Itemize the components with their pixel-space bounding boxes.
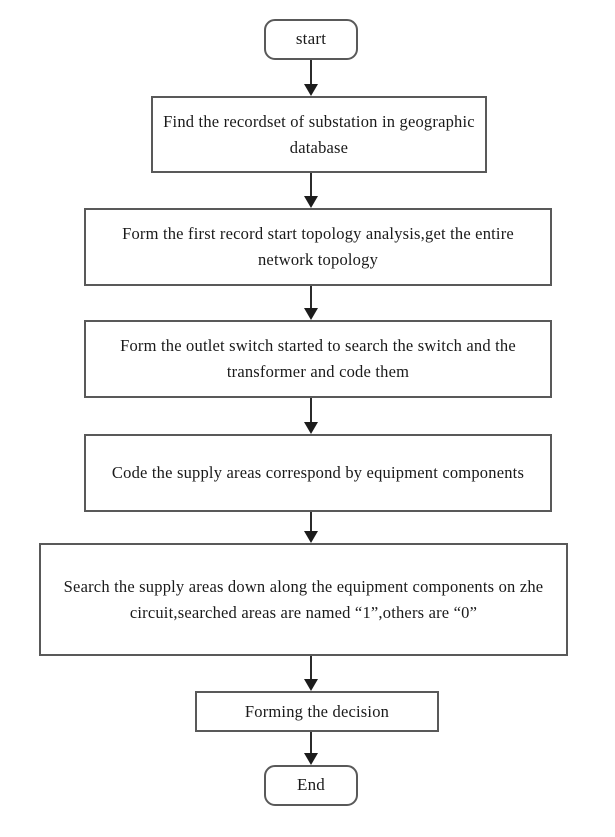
connector-form-first-to-outlet [310, 286, 312, 308]
connector-outlet-to-code [310, 398, 312, 422]
node-form-outlet-switch[interactable]: Form the outlet switch started to search… [84, 320, 552, 398]
connector-code-to-search [310, 512, 312, 531]
arrowhead-start-to-find [304, 84, 318, 96]
arrowhead-search-to-decision [304, 679, 318, 691]
node-form-first-record-label: Form the first record start topology ana… [122, 224, 514, 269]
node-code-supply-areas[interactable]: Code the supply areas correspond by equi… [84, 434, 552, 512]
arrowhead-form-first-to-outlet [304, 308, 318, 320]
node-start-label: start [295, 29, 327, 49]
node-code-supply-areas-label: Code the supply areas correspond by equi… [111, 463, 525, 483]
connector-search-to-decision [310, 656, 312, 679]
node-find-recordset[interactable]: Find the recordset of substation in geog… [151, 96, 487, 173]
node-form-first-record[interactable]: Form the first record start topology ana… [84, 208, 552, 286]
arrowhead-decision-to-end [304, 753, 318, 765]
node-search-supply-areas[interactable]: Search the supply areas down along the e… [39, 543, 568, 656]
arrowhead-find-to-form-first [304, 196, 318, 208]
connector-start-to-find [310, 60, 312, 84]
arrowhead-code-to-search [304, 531, 318, 543]
node-end[interactable]: End [264, 765, 358, 806]
connector-find-to-form-first [310, 173, 312, 196]
node-form-outlet-switch-label: Form the outlet switch started to search… [120, 336, 516, 381]
node-end-label: End [297, 775, 325, 795]
node-forming-decision-label: Forming the decision [244, 701, 390, 721]
node-start[interactable]: start [264, 19, 358, 60]
node-forming-decision[interactable]: Forming the decision [195, 691, 439, 732]
node-find-recordset-label: Find the recordset of substation in geog… [163, 111, 475, 157]
node-search-supply-areas-label: Search the supply areas down along the e… [63, 576, 544, 622]
connector-decision-to-end [310, 732, 312, 753]
arrowhead-outlet-to-code [304, 422, 318, 434]
